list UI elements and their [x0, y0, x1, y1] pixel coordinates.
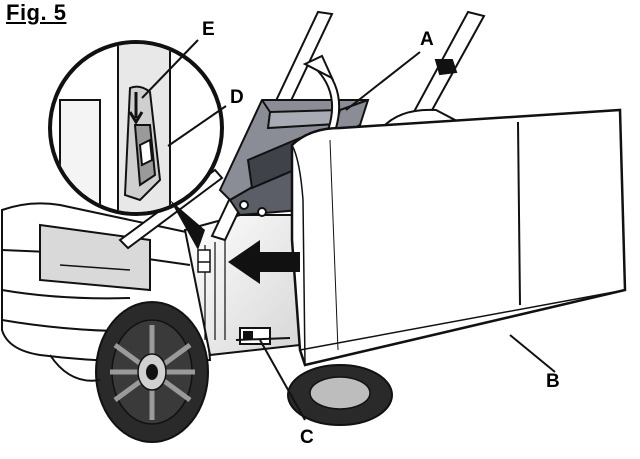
insert-arrow [228, 240, 300, 284]
callout-label-a: A [420, 29, 434, 50]
leader-lines [141, 39, 556, 421]
callout-label-d: D [230, 87, 244, 108]
leader-b [509, 334, 556, 373]
far-rear-wheel [287, 364, 393, 426]
discharge-chute [290, 108, 627, 367]
leader-d [167, 105, 227, 147]
leader-c [259, 339, 306, 421]
leader-e [141, 39, 199, 99]
callout-label-e: E [202, 19, 215, 40]
callout-label-c: C [300, 427, 314, 448]
leader-a [345, 51, 421, 111]
front-wheel [95, 301, 209, 443]
callout-label-b: B [546, 371, 560, 392]
figure-title: Fig. 5 [6, 0, 67, 25]
latch [197, 249, 211, 273]
rear-left-wheel [49, 354, 101, 382]
